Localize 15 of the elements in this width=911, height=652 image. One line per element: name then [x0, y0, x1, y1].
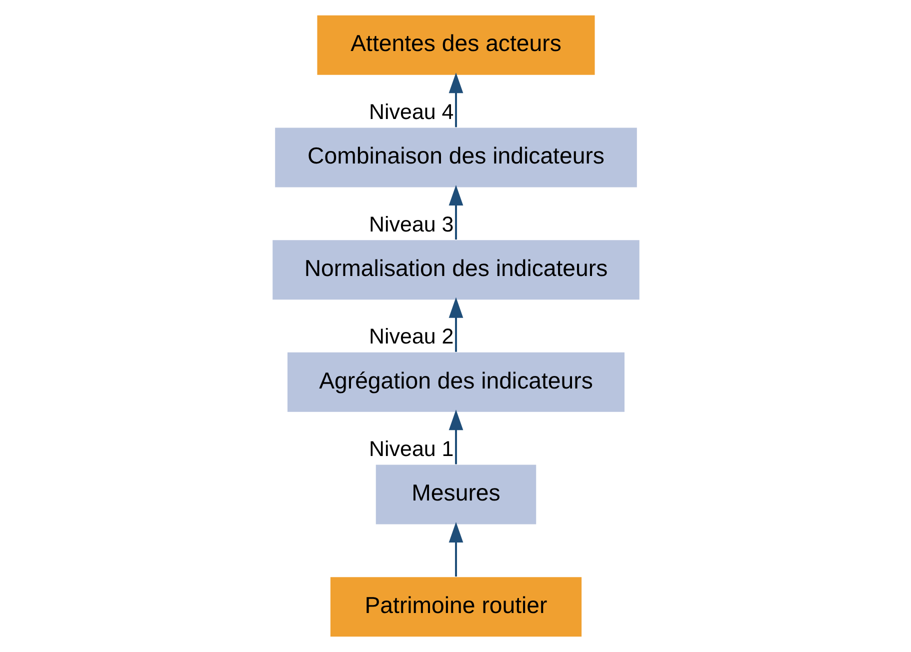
arrow	[448, 410, 463, 464]
edge-label: Niveau 1	[368, 436, 454, 461]
arrow	[448, 522, 463, 577]
arrow	[448, 297, 463, 352]
edge-label: Niveau 2	[368, 324, 454, 349]
node-box: Normalisation des indicateurs	[272, 240, 639, 300]
edge-label: Niveau 3	[368, 212, 454, 236]
node-box: Mesures	[375, 464, 536, 524]
arrow	[448, 184, 463, 240]
edge-label: Niveau 4	[368, 100, 454, 124]
node-box: Agrégation des indicateurs	[286, 352, 624, 412]
node-box: Patrimoine routier	[330, 577, 582, 637]
node-box: Attentes des acteurs	[316, 15, 594, 75]
arrow	[448, 72, 463, 128]
node-box: Combinaison des indicateurs	[274, 128, 636, 188]
